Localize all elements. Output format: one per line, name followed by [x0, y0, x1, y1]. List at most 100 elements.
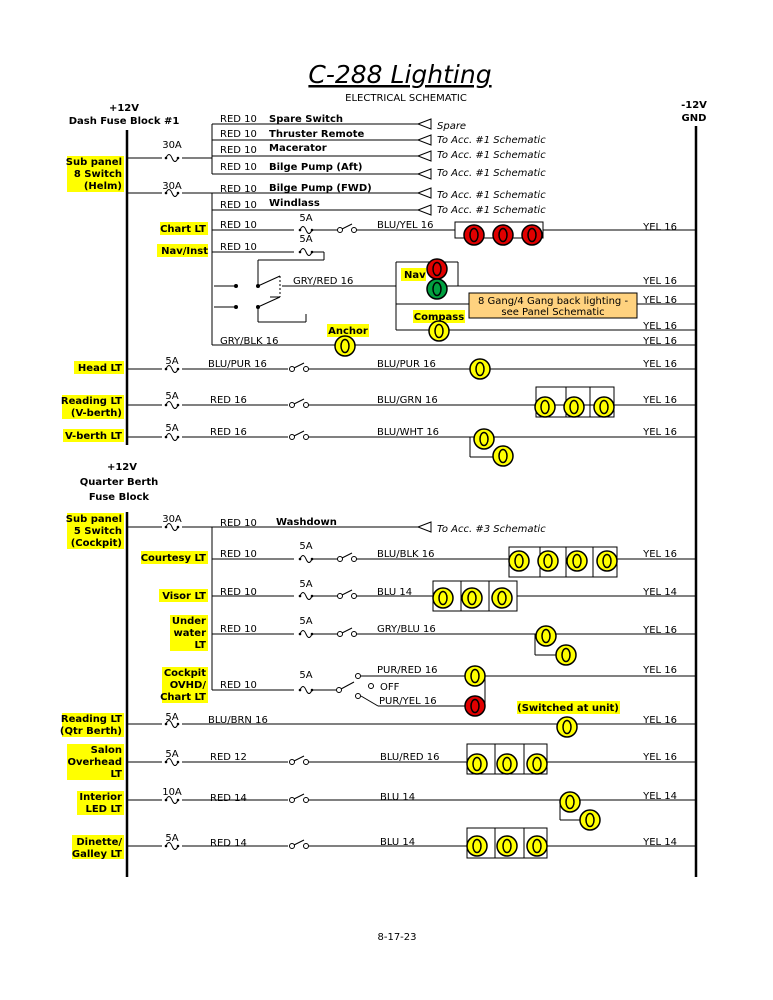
interior-line2: LED LT — [85, 804, 122, 815]
wire-vberth-red16: RED 16 — [210, 427, 247, 438]
cockpit-lamp-red — [464, 695, 486, 717]
fuse-30a-1: 30A — [162, 140, 182, 151]
title: C-288 Lighting — [308, 60, 491, 89]
acc1-wire: RED 10 — [220, 129, 257, 140]
wire-courtesy-yel16: YEL 16 — [642, 549, 677, 560]
interior-lamp-2 — [579, 809, 601, 831]
block2-name1: Quarter Berth — [80, 477, 159, 488]
reading1-lamp-1 — [534, 396, 556, 418]
fuse-underwater: 5A — [299, 616, 312, 627]
dinette-lamp-1 — [466, 835, 488, 857]
block2-name2: Fuse Block — [89, 492, 150, 503]
head-lt-label: Head LT — [78, 363, 122, 374]
fuse-visor: 5A — [299, 579, 312, 590]
acc2-wire: RED 10 — [220, 145, 257, 156]
reading1-lamp-3 — [593, 396, 615, 418]
visor-label: Visor LT — [162, 591, 206, 602]
sub2-line2: 5 Switch — [74, 526, 122, 537]
wire-salon-yel16: YEL 16 — [642, 752, 677, 763]
courtesy-lamp-2 — [537, 550, 559, 572]
fuse-30a-2: 30A — [162, 181, 182, 192]
acc4-dest: To Acc. #1 Schematic — [437, 190, 546, 201]
wire-blugrn16: BLU/GRN 16 — [377, 395, 438, 406]
acc3-dest: To Acc. #1 Schematic — [437, 168, 546, 179]
acc6-name: Washdown — [276, 517, 337, 528]
sub2-line3: (Cockpit) — [71, 538, 122, 549]
acc0-wire: RED 10 — [220, 114, 257, 125]
dinette-line1: Dinette/ — [76, 837, 122, 848]
underwater-line3: LT — [194, 640, 206, 651]
wire-blubrn16: BLU/BRN 16 — [208, 715, 268, 726]
salon-lamp-2 — [496, 753, 518, 775]
fuse-head: 5A — [165, 356, 178, 367]
wire-courtesy-red10: RED 10 — [220, 549, 257, 560]
nav-lamp-red — [426, 258, 448, 280]
fuse-salon: 5A — [165, 749, 178, 760]
block2-voltage: +12V — [107, 462, 137, 473]
interior-lamp-1 — [559, 791, 581, 813]
wire-navinst-red10: RED 10 — [220, 242, 257, 253]
acc5-name: Windlass — [269, 198, 320, 209]
courtesy-lamp-3 — [566, 550, 588, 572]
switched-label: (Switched at unit) — [517, 703, 619, 714]
acc2-name: Macerator — [269, 143, 327, 154]
cockpit-line1: Cockpit — [164, 668, 206, 679]
fuse-vberth: 5A — [165, 423, 178, 434]
chart-lamp-1 — [463, 224, 485, 246]
salon-line3: LT — [110, 769, 122, 780]
wire-grybk16: GRY/BLK 16 — [220, 336, 278, 347]
interior-line1: Interior — [79, 792, 122, 803]
reading2-line2: (Qtr Berth) — [60, 726, 122, 737]
anchor-lamp — [334, 335, 356, 357]
subtitle: ELECTRICAL SCHEMATIC — [345, 93, 467, 104]
reading1-line1: Reading LT — [61, 396, 122, 407]
wire-interior-yel14: YEL 14 — [642, 791, 677, 802]
wire-bluwht16: BLU/WHT 16 — [377, 427, 439, 438]
wire-blublk16: BLU/BLK 16 — [377, 549, 435, 560]
acc1-name: Thruster Remote — [269, 129, 364, 140]
navinst-label: Nav/Inst — [161, 246, 208, 257]
wire-anchor-yel16: YEL 16 — [642, 336, 677, 347]
visor-lamp-3 — [491, 587, 513, 609]
left-bus-voltage: +12V — [109, 103, 139, 114]
wire-cockpit-yel16: YEL 16 — [642, 665, 677, 676]
wire-chart-bluyel16: BLU/YEL 16 — [377, 220, 434, 231]
dinette-line2: Galley LT — [72, 849, 122, 860]
dinette-lamp-2 — [496, 835, 518, 857]
anchor-label: Anchor — [328, 326, 368, 337]
wire-reading2-yel16: YEL 16 — [642, 715, 677, 726]
wire-nav-yel16: YEL 16 — [642, 276, 677, 287]
fuse-courtesy: 5A — [299, 541, 312, 552]
wire-head-blupur16-a: BLU/PUR 16 — [208, 359, 267, 370]
wire-interior-red14: RED 14 — [210, 793, 247, 804]
wire-grybl16: GRY/BLU 16 — [377, 624, 436, 635]
acc3-name: Bilge Pump (Aft) — [269, 162, 362, 173]
fuse-cockpit: 5A — [299, 670, 312, 681]
wire-chart-red10: RED 10 — [220, 220, 257, 231]
vberth-lamp-2 — [492, 445, 514, 467]
sub2-line1: Sub panel — [66, 514, 122, 525]
reading1-line2: (V-berth) — [71, 408, 122, 419]
reading1-lamp-2 — [563, 396, 585, 418]
acc5-dest: To Acc. #1 Schematic — [437, 205, 546, 216]
courtesy-lamp-4 — [596, 550, 618, 572]
nav-label: Nav — [404, 270, 426, 281]
acc2-dest: To Acc. #1 Schematic — [437, 150, 546, 161]
nav-lamp-green — [426, 278, 448, 300]
wire-underwater-yel16: YEL 16 — [642, 625, 677, 636]
wire-blured16: BLU/RED 16 — [380, 752, 440, 763]
wire-chart-yel16: YEL 16 — [642, 222, 677, 233]
salon-lamp-1 — [466, 753, 488, 775]
wire-vberth-yel16: YEL 16 — [642, 427, 677, 438]
wire-visor-blu14: BLU 14 — [377, 587, 412, 598]
vberth-lamp-1 — [473, 428, 495, 450]
underwater-line2: water — [174, 628, 207, 639]
wire-head-blupur16-b: BLU/PUR 16 — [377, 359, 436, 370]
acc6-dest: To Acc. #3 Schematic — [437, 524, 546, 535]
wire-visor-yel14: YEL 14 — [642, 587, 677, 598]
cockpit-lamp-white — [464, 665, 486, 687]
wire-purred16: PUR/RED 16 — [377, 665, 438, 676]
switch-off-label: OFF — [380, 682, 400, 693]
fuse-reading2: 5A — [165, 712, 178, 723]
right-bus-name: GND — [682, 113, 707, 124]
